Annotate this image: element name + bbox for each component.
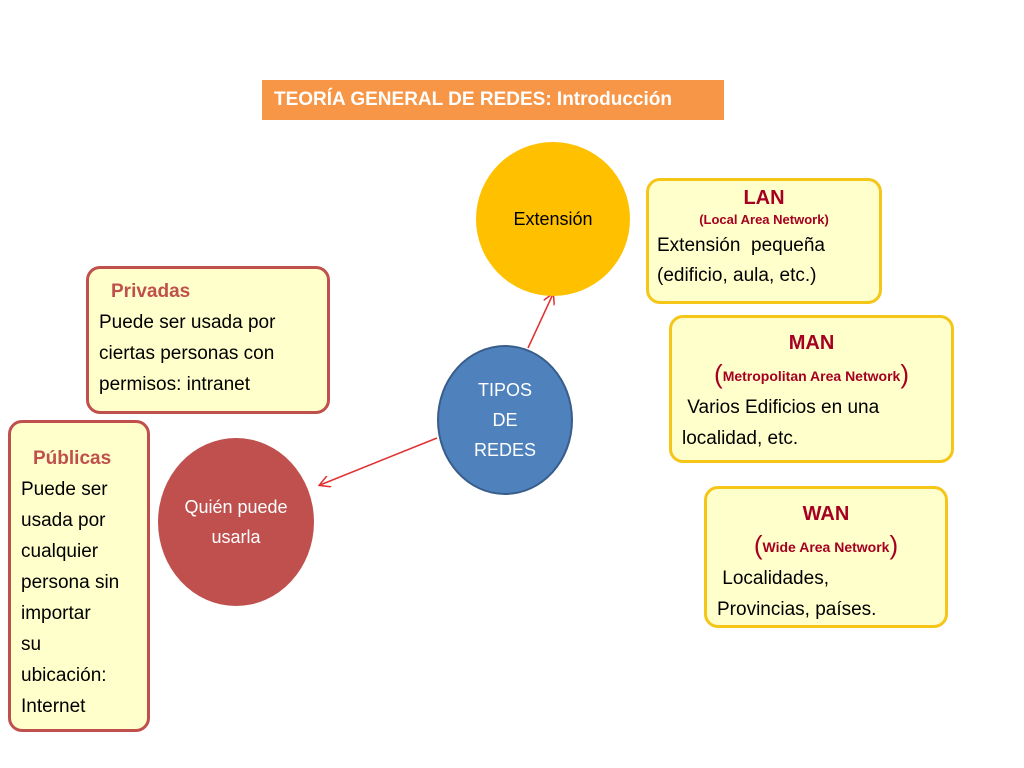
quien-line-1: Quién puede bbox=[184, 497, 288, 517]
lan-line-2: (edificio, aula, etc.) bbox=[657, 265, 817, 286]
arrow-to-quien bbox=[320, 437, 438, 485]
arrow-to-extension bbox=[527, 294, 553, 349]
man-subtitle-row: (Metropolitan Area Network) bbox=[682, 359, 941, 392]
wan-heading: WAN bbox=[802, 503, 850, 525]
privadas-line-2: ciertas personas con bbox=[99, 343, 275, 364]
publicas-card: Públicas Puede ser usada por cualquier p… bbox=[8, 420, 150, 732]
publicas-line: Puede ser bbox=[21, 479, 108, 500]
man-paren-open: ( bbox=[714, 359, 723, 389]
man-paren-close: ) bbox=[900, 359, 909, 389]
quien-puede-usarla-node: Quién puede usarla bbox=[158, 438, 314, 606]
lan-subtitle: (Local Area Network) bbox=[699, 212, 829, 227]
lan-line-1: Extensión pequeña bbox=[657, 235, 825, 256]
man-line-1: Varios Edificios en una bbox=[682, 397, 880, 418]
publicas-line: ubicación: bbox=[21, 665, 107, 686]
wan-paren-open: ( bbox=[753, 530, 763, 560]
publicas-heading: Públicas bbox=[33, 448, 112, 469]
title-text: TEORÍA GENERAL DE REDES: Introducción bbox=[274, 89, 672, 110]
privadas-line-1: Puede ser usada por bbox=[99, 312, 276, 333]
wan-subtitle-row: (Wide Area Network) bbox=[717, 530, 935, 563]
wan-line-2: Provincias, países. bbox=[717, 599, 877, 620]
man-line-2: localidad, etc. bbox=[682, 428, 799, 449]
wan-subtitle: Wide Area Network bbox=[762, 539, 890, 555]
man-card: MAN (Metropolitan Area Network) Varios E… bbox=[669, 315, 954, 463]
quien-line-2: usarla bbox=[211, 527, 261, 547]
lan-heading: LAN bbox=[743, 187, 785, 209]
lan-card: LAN (Local Area Network) Extensión peque… bbox=[646, 178, 882, 304]
wan-card: WAN (Wide Area Network) Localidades, Pro… bbox=[704, 486, 948, 628]
man-subtitle: Metropolitan Area Network bbox=[722, 368, 901, 384]
wan-line-1: Localidades, bbox=[717, 568, 829, 589]
privadas-card: Privadas Puede ser usada por ciertas per… bbox=[86, 266, 330, 414]
center-line-2: DE bbox=[492, 410, 518, 430]
center-line-3: REDES bbox=[473, 440, 536, 460]
extension-label: Extensión bbox=[513, 208, 593, 229]
publicas-line: cualquier bbox=[21, 541, 99, 562]
man-heading: MAN bbox=[788, 332, 835, 354]
privadas-heading: Privadas bbox=[111, 281, 191, 302]
privadas-line-3: permisos: intranet bbox=[99, 374, 251, 395]
extension-node: Extensión bbox=[476, 142, 630, 296]
center-line-1: TIPOS bbox=[477, 380, 532, 400]
tipos-de-redes-node: TIPOS DE REDES bbox=[437, 345, 573, 495]
page-title: TEORÍA GENERAL DE REDES: Introducción bbox=[262, 80, 724, 120]
publicas-line: usada por bbox=[21, 510, 106, 531]
wan-paren-close: ) bbox=[889, 530, 899, 560]
publicas-line: persona sin bbox=[21, 572, 120, 593]
publicas-line: importar bbox=[21, 603, 91, 624]
publicas-line: su bbox=[21, 634, 42, 655]
publicas-line: Internet bbox=[21, 696, 86, 717]
